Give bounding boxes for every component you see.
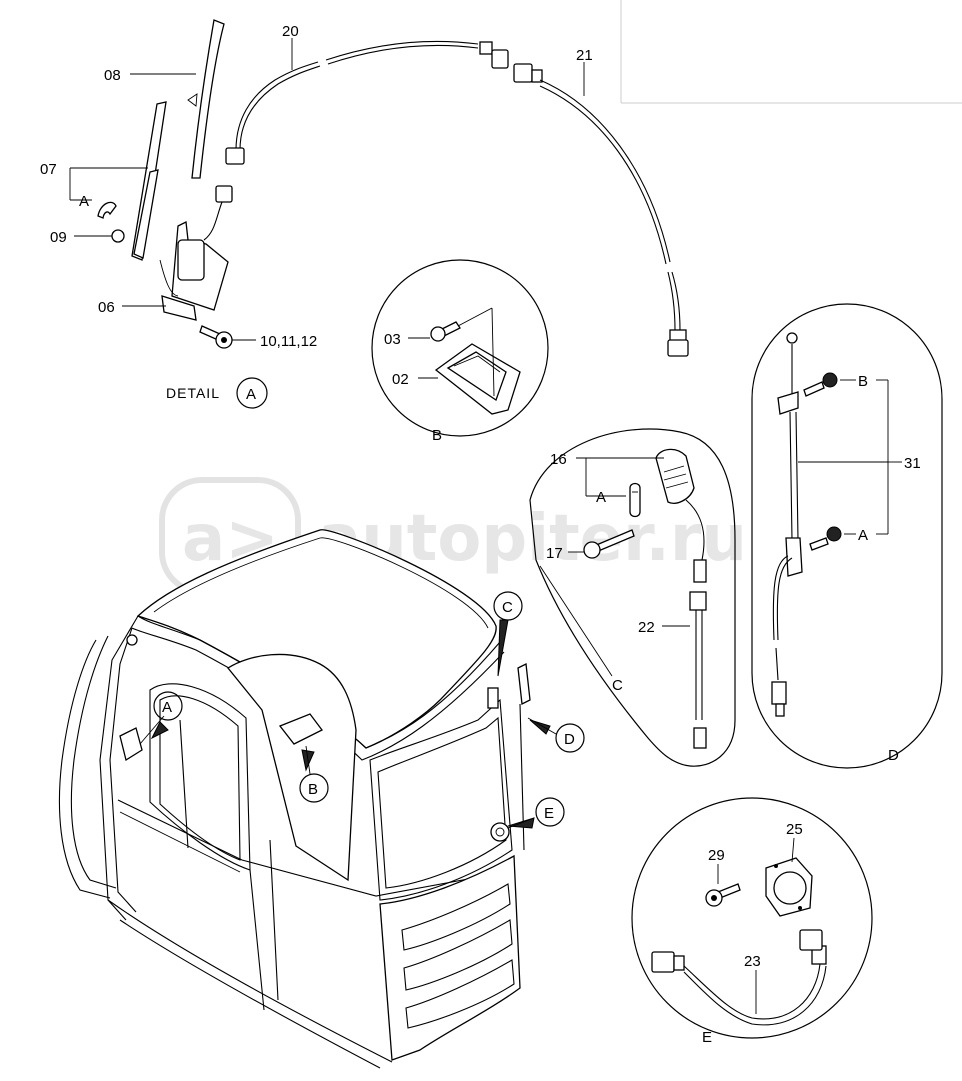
view-c-outline [529,428,736,767]
view-d-outline [751,303,943,769]
cab-callout-e-letter: E [544,805,554,822]
label-22: 22 [638,619,655,636]
label-23: 23 [744,953,761,970]
cab-callout-b-letter: B [308,781,318,798]
label-03: 03 [384,331,401,348]
label-16: 16 [550,451,567,468]
detail-caption-circle [236,377,268,409]
label-31: 31 [904,455,921,472]
detail-a-group: 08 07 A 09 06 10,11,12 DETAIL A [40,19,317,409]
detail-caption-letter: A [246,386,256,403]
label-16-ref: A [596,489,606,506]
harness-group: 20 21 [225,23,689,357]
label-08: 08 [104,67,121,84]
part-09-nut [111,229,125,243]
label-07-ref: A [79,193,89,210]
label-02: 02 [392,371,409,388]
harness-21-plug [513,63,533,83]
cab-drawing [58,529,531,1069]
detail-caption: DETAIL [166,385,220,401]
cab-callout-c-letter: C [502,599,513,616]
part-02-housing [434,343,521,415]
part-06-motor [159,221,229,321]
view-e-group: 29 25 23 E [631,797,873,1046]
harness-20-end [479,41,493,55]
harness-20-plug [225,147,245,165]
view-e-circle [631,797,873,1039]
view-b-group: 03 02 B [371,259,549,444]
part-25-speaker [765,857,813,917]
label-07: 07 [40,161,57,178]
label-21: 21 [576,47,593,64]
cab-roof-lamp [278,713,323,745]
label-17: 17 [546,545,563,562]
part-07-clip [97,201,117,219]
part-03-screw [430,321,461,342]
part-22-cable-top [693,559,707,583]
label-06: 06 [98,299,115,316]
part-22-cable-bottom [693,727,707,749]
part-31-antenna [771,332,803,717]
cab-callouts: A B C D E [139,591,585,829]
part-16-lamp [655,448,695,504]
label-31-ref-a: A [858,527,868,544]
part-23-cable [651,929,827,1026]
view-c-letter: C [612,677,623,694]
cab-callout-a [153,691,183,721]
label-31-ref-b: B [858,373,868,390]
view-d-group: B A 31 D [751,303,943,769]
view-b-letter: B [432,427,442,444]
cab-callout-c [493,591,523,621]
part-10-screw [199,325,233,349]
part-17-screw [583,529,635,559]
cab-side-panel [227,653,357,882]
part-31-screw-a [809,526,842,551]
detail-a-connector [215,185,233,203]
part-31-screw-b [803,372,838,397]
view-e-letter: E [702,1029,712,1046]
cab-callout-a-letter: A [162,699,172,716]
label-25: 25 [786,821,803,838]
harness-20 [235,61,319,151]
part-08-bracket [191,19,225,179]
label-10-12: 10,11,12 [260,333,317,350]
cab-callout-d-letter: D [564,731,575,748]
cab-speaker [490,822,510,842]
view-d-letter: D [888,747,899,764]
page-frame-corner [620,0,962,104]
cab-door-motor [119,727,143,762]
cab-front-lower [379,854,521,1061]
part-29-screw [705,883,741,907]
harness-21-end [667,339,689,357]
cab-callout-e [535,797,565,827]
harness-21 [539,79,671,263]
view-b-circle [371,259,549,437]
view-c-group: 16 A 17 22 C [529,428,736,767]
label-09: 09 [50,229,67,246]
cab-callout-d [555,723,585,753]
cab-callout-b [299,773,329,803]
label-20: 20 [282,23,299,40]
label-29: 29 [708,847,725,864]
part-16-bulb [629,482,641,518]
